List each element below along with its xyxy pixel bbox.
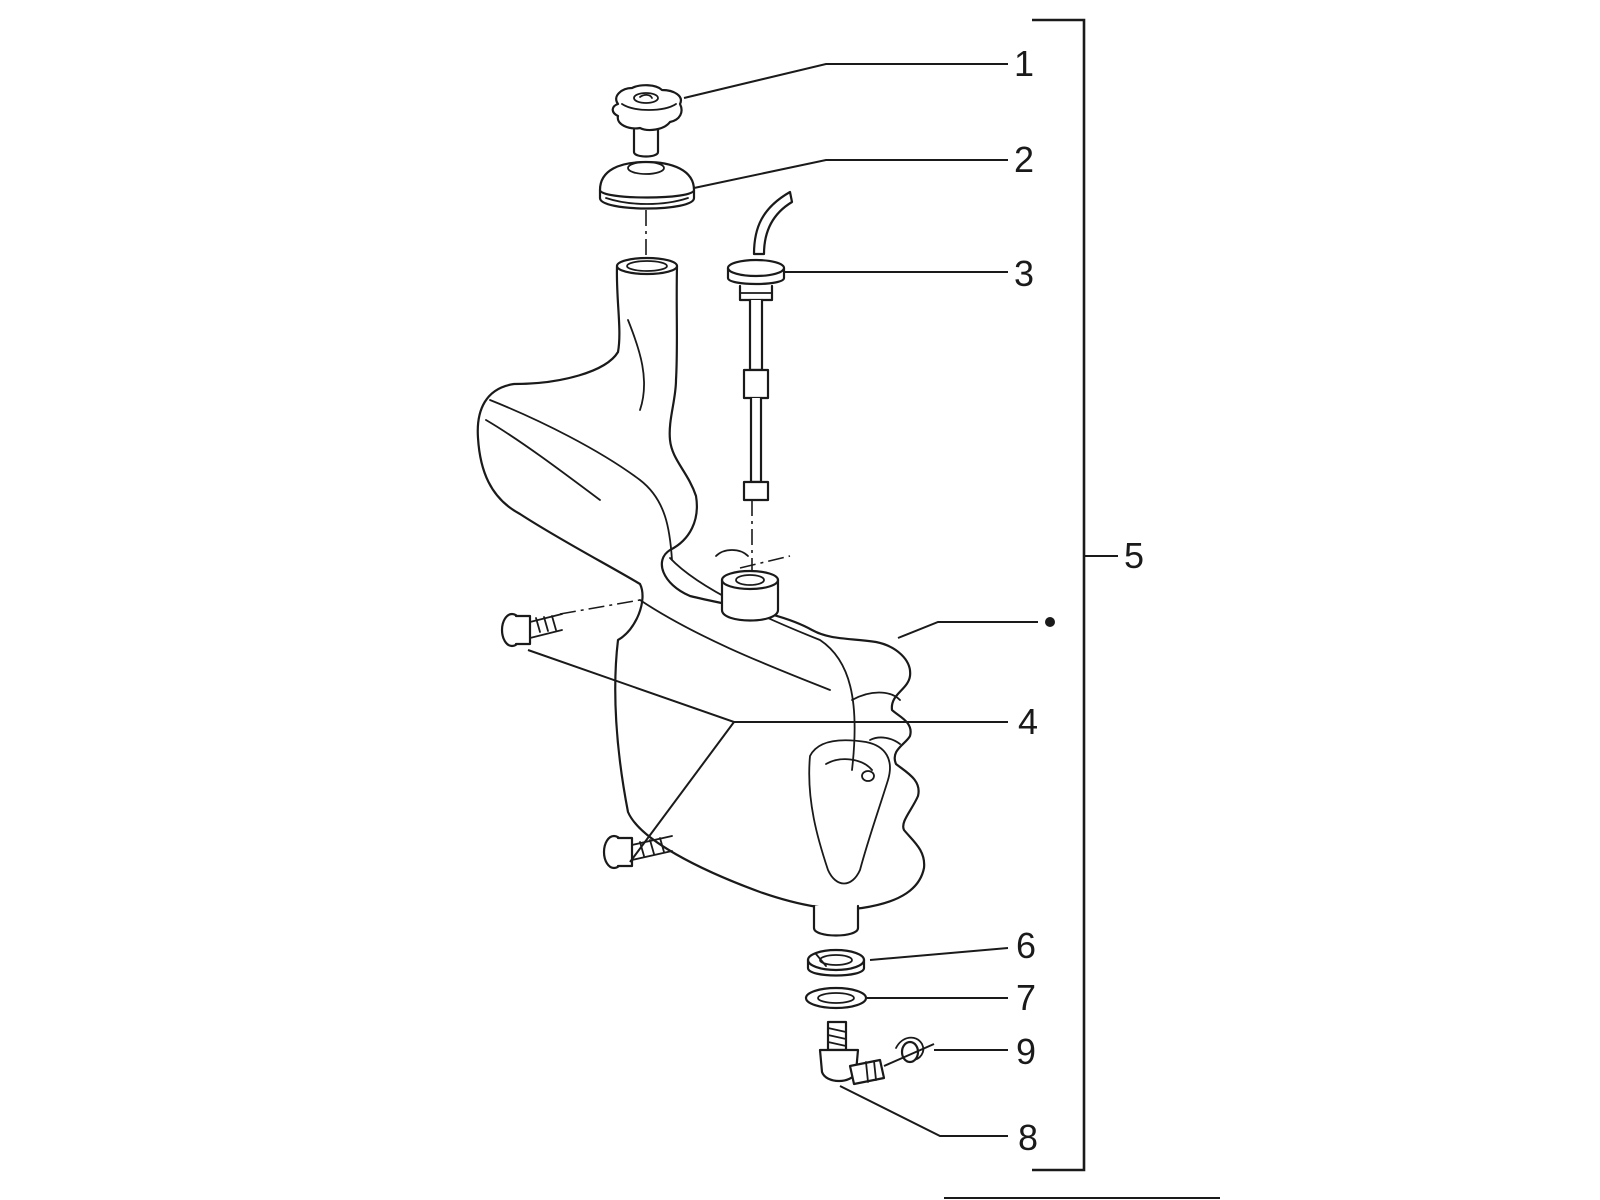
mounting-screw-lower	[602, 834, 673, 870]
cap-seal	[598, 160, 696, 210]
callout-4: 4	[1018, 701, 1038, 742]
hose-clamp	[806, 948, 866, 977]
filler-cap	[611, 84, 683, 158]
outlet-fitting	[818, 1020, 886, 1086]
callout-1: 1	[1014, 43, 1034, 84]
callout-3: 3	[1014, 253, 1034, 294]
callout-7: 7	[1016, 977, 1036, 1018]
dipstick	[726, 190, 794, 502]
leader-lines	[527, 63, 1055, 1137]
hose-clip	[883, 1036, 935, 1067]
callout-2: 2	[1014, 139, 1034, 180]
callout-8: 8	[1018, 1117, 1038, 1158]
oil-tank	[476, 256, 926, 937]
callout-6: 6	[1016, 925, 1036, 966]
assembly-bracket	[1032, 18, 1086, 1172]
reference-dot	[1045, 617, 1055, 627]
callout-9: 9	[1016, 1031, 1036, 1072]
callout-5: 5	[1124, 535, 1144, 576]
washer	[804, 986, 868, 1010]
dipstick-axis-mark	[739, 555, 791, 569]
upper-screw-axis	[559, 599, 641, 615]
mounting-screw-upper	[500, 612, 563, 648]
